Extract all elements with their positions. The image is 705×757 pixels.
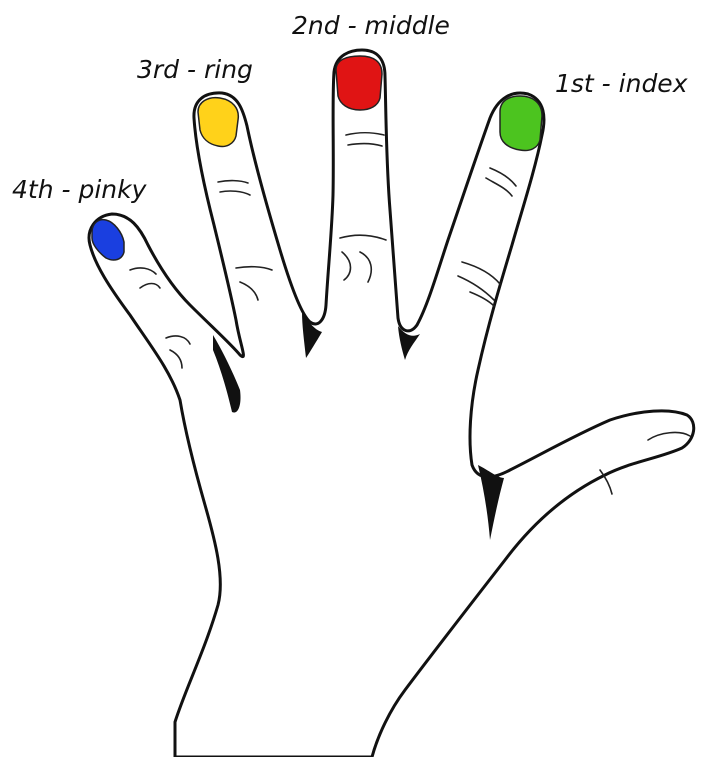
middle-finger-label: 2nd - middle <box>292 11 450 40</box>
pinky-finger-label: 4th - pinky <box>12 175 148 204</box>
ring-nail <box>198 98 238 147</box>
middle-nail <box>336 56 382 110</box>
index-finger-label: 1st - index <box>555 69 688 98</box>
index-nail <box>500 96 542 151</box>
ring-finger-label: 3rd - ring <box>137 55 253 84</box>
hand-outline <box>89 50 694 757</box>
hand <box>89 50 694 757</box>
